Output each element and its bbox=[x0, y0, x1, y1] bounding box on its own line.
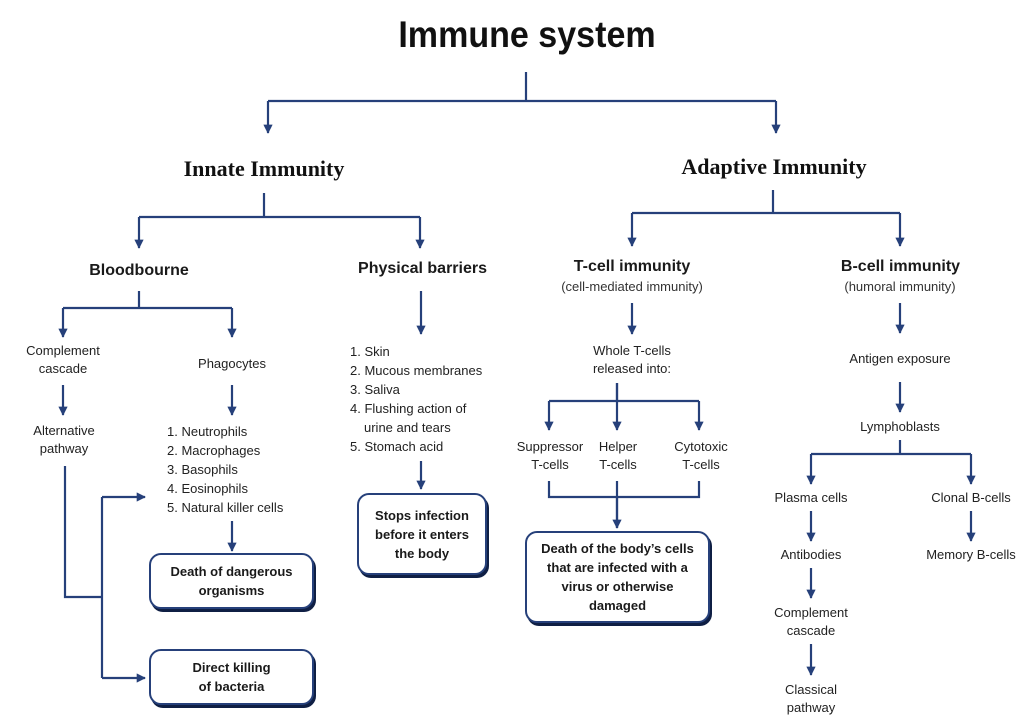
list-item: 4. Flushing action of bbox=[350, 401, 467, 416]
list-item: urine and tears bbox=[364, 420, 451, 435]
whole-tcells-label: Whole T-cells released into: bbox=[592, 343, 672, 376]
list-item: 1. Skin bbox=[350, 344, 390, 359]
lymphoblasts-label: Lymphoblasts bbox=[860, 419, 940, 434]
bcell-sublabel: (humoral immunity) bbox=[844, 279, 956, 294]
clonal-bcells-label: Clonal B-cells bbox=[931, 490, 1011, 505]
tcell-sublabel: (cell-mediated immunity) bbox=[561, 279, 703, 294]
list-item: 2. Macrophages bbox=[167, 443, 261, 458]
phagocytes-label: Phagocytes bbox=[198, 356, 266, 371]
connector-root bbox=[268, 72, 776, 103]
adaptive-immunity-label: Adaptive Immunity bbox=[681, 154, 867, 179]
complement-cascade-b-label: Complement cascade bbox=[774, 605, 848, 638]
stops-infection-box: Stops infection before it enters the bod… bbox=[357, 493, 487, 575]
connector-alternative bbox=[63, 466, 104, 678]
connector-bloodbourne bbox=[63, 291, 232, 310]
list-item: 1. Neutrophils bbox=[167, 424, 248, 439]
death-of-dangerous-organisms-box: Death of dangerous organisms bbox=[149, 553, 314, 609]
bcell-immunity-label: B-cell immunity bbox=[840, 258, 961, 275]
list-item: 3. Saliva bbox=[350, 382, 400, 397]
physical-barriers-label: Physical barriers bbox=[358, 260, 487, 277]
suppressor-tcells-label: Suppressor T-cells bbox=[516, 439, 584, 472]
connector-tcells bbox=[549, 383, 699, 403]
list-item: 2. Mucous membranes bbox=[350, 363, 483, 378]
plasma-cells-label: Plasma cells bbox=[774, 490, 848, 505]
list-item: 3. Basophils bbox=[167, 462, 238, 477]
tcell-immunity-label: T-cell immunity bbox=[573, 258, 691, 275]
connector-innate bbox=[139, 193, 420, 219]
death-of-body-cells-box: Death of the body’s cells that are infec… bbox=[525, 531, 710, 623]
diagram-title: Immune system bbox=[398, 14, 656, 55]
memory-bcells-label: Memory B-cells bbox=[926, 547, 1016, 562]
classical-pathway-label: Classical pathway bbox=[784, 682, 837, 715]
list-item: 5. Natural killer cells bbox=[167, 500, 284, 515]
bloodbourne-label: Bloodbourne bbox=[89, 262, 189, 279]
direct-killing-box: Direct killing of bacteria bbox=[149, 649, 314, 705]
innate-immunity-label: Innate Immunity bbox=[183, 156, 345, 181]
list-item: 4. Eosinophils bbox=[167, 481, 248, 496]
antibodies-label: Antibodies bbox=[780, 547, 842, 562]
alternative-pathway-label: Alternative pathway bbox=[33, 423, 95, 456]
antigen-exposure-label: Antigen exposure bbox=[849, 351, 951, 366]
physical-barriers-list: 1. Skin 2. Mucous membranes 3. Saliva 4.… bbox=[350, 342, 482, 456]
helper-tcells-label: Helper T-cells bbox=[598, 439, 638, 472]
list-item: 5. Stomach acid bbox=[350, 439, 444, 454]
connector-adaptive bbox=[632, 190, 900, 215]
cytotoxic-tcells-label: Cytotoxic T-cells bbox=[674, 439, 728, 472]
connector-tcells-merge bbox=[547, 481, 701, 528]
complement-cascade-label: Complement cascade bbox=[26, 343, 100, 376]
connector-lymphoblasts bbox=[811, 440, 971, 456]
phagocyte-list: 1. Neutrophils 2. Macrophages 3. Basophi… bbox=[167, 422, 283, 517]
